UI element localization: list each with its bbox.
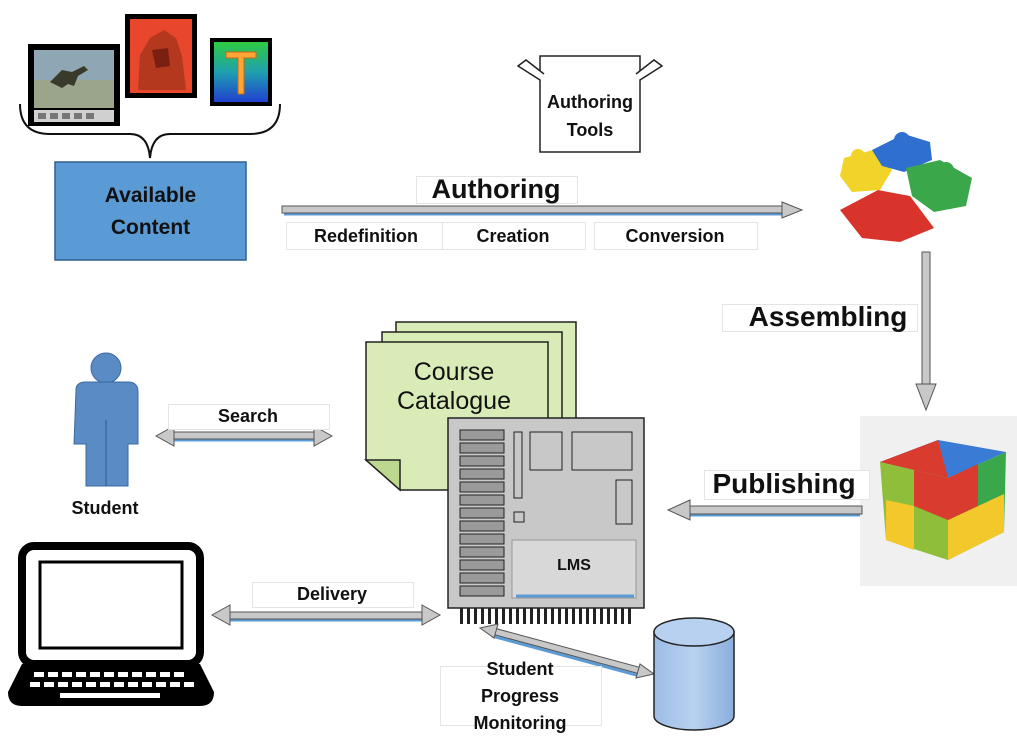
delivery-bg — [252, 582, 414, 608]
puzzle-pieces-icon — [840, 132, 972, 242]
authoring-tools-line1: Authoring — [547, 92, 633, 112]
authoring-title: Authoring — [431, 174, 561, 204]
assembling-arrow — [915, 251, 937, 412]
conversion-bg — [594, 222, 758, 250]
course-catalogue-label: Course Catalogue — [376, 358, 532, 416]
available-content-line2: Content — [110, 216, 191, 239]
course-catalogue-line1: Course — [413, 358, 495, 386]
publishing-bg — [704, 470, 870, 500]
puzzle-cube-icon — [860, 416, 1017, 586]
creation-bg — [442, 222, 586, 250]
monitoring-line1: Student — [486, 659, 554, 679]
video-thumbnail-icon — [28, 44, 120, 126]
available-content-line1: Available — [104, 184, 197, 207]
assembling-label: Assembling — [748, 301, 908, 332]
monitoring-label: Student Progress Monitoring — [440, 656, 600, 737]
step-redefinition: Redefinition — [314, 226, 418, 246]
lms-label: LMS — [557, 557, 591, 574]
monitoring-line2: Progress — [480, 686, 560, 706]
authoring-tools-label: Authoring Tools — [540, 88, 640, 144]
monitoring-arrow — [478, 623, 656, 679]
delivery-label: Delivery — [296, 584, 368, 604]
lms-server-icon — [447, 417, 645, 624]
search-bg — [168, 404, 330, 430]
assembling-bg — [722, 304, 918, 332]
search-label: Search — [217, 406, 279, 426]
step-conversion: Conversion — [625, 226, 725, 246]
monitoring-line3: Monitoring — [473, 713, 567, 733]
course-catalogue-line2: Catalogue — [397, 387, 511, 415]
step-creation: Creation — [476, 226, 550, 246]
monitoring-bg — [440, 666, 602, 726]
redefinition-bg — [286, 222, 444, 250]
grouping-brace — [19, 103, 281, 159]
database-icon — [653, 617, 735, 731]
available-content-box — [54, 161, 247, 261]
search-arrow — [154, 425, 334, 447]
student-label: Student — [71, 498, 139, 518]
available-content-label: Available Content — [55, 180, 246, 244]
authoring-tools-box-icon — [516, 55, 664, 153]
student-person-icon — [73, 352, 139, 487]
text-asset-icon — [210, 38, 272, 106]
publishing-arrow — [666, 499, 863, 521]
authoring-tools-line2: Tools — [566, 120, 614, 140]
authoring-arrow — [281, 201, 804, 219]
authoring-title-bg — [416, 176, 578, 204]
publishing-label: Publishing — [712, 468, 856, 499]
sphinx-image-icon — [125, 14, 197, 98]
delivery-arrow — [210, 604, 442, 626]
laptop-icon — [8, 542, 214, 706]
